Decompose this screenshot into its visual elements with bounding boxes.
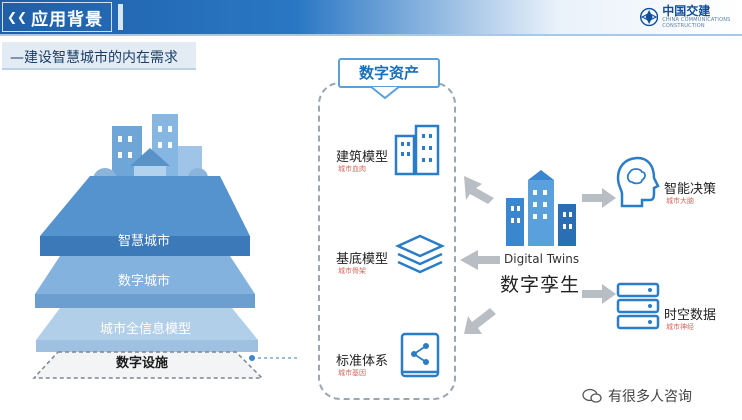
brand-logo: 中国交建 CHINA COMMUNICATIONS CONSTRUCTION [640, 2, 740, 32]
layer-digital-facilities: 数字设施 [116, 356, 169, 371]
asset-building-model-sub: 城市血肉 [338, 165, 366, 173]
output-arrows [582, 188, 616, 304]
wechat-icon [582, 388, 602, 403]
brand-subtitle: CHINA COMMUNICATIONS CONSTRUCTION [662, 17, 731, 29]
output-spatiotemporal-data-label: 时空数据 [664, 308, 717, 323]
layer-city-info-model: 城市全信息模型 [100, 322, 192, 337]
asset-base-model-sub: 城市骨架 [338, 267, 366, 275]
double-chevron-icon: ❮❮ [7, 10, 28, 24]
page-subtitle: —建设智慧城市的内在需求 [2, 42, 196, 70]
twin-arrows [460, 176, 500, 334]
watermark: 有很多人咨询 [582, 386, 692, 406]
building-model-icon [394, 124, 440, 176]
digital-twins-zh-label: 数字孪生 [500, 274, 581, 296]
output-spatiotemporal-data-sub: 城市神经 [666, 323, 694, 331]
asset-standard-system-label: 标准体系 [336, 354, 389, 369]
digital-assets-tag: 数字资产 [338, 58, 440, 88]
tag-connector [370, 86, 400, 100]
header-stripe [118, 4, 123, 30]
layer-digital-city: 数字城市 [118, 274, 171, 289]
digital-twin-city-icon [506, 170, 576, 246]
asset-base-model-label: 基底模型 [336, 252, 389, 267]
database-server-icon [616, 282, 660, 330]
layer-smart-city: 智慧城市 [118, 234, 171, 249]
output-smart-decision-sub: 城市大脑 [666, 197, 694, 205]
section-title: ❮❮ 应用背景 [2, 2, 112, 32]
header-divider [0, 34, 742, 36]
asset-building-model-label: 建筑模型 [336, 150, 389, 165]
watermark-text: 有很多人咨询 [608, 389, 692, 405]
layer-stack-diagram [32, 114, 300, 379]
header-bar [0, 0, 742, 34]
head-brain-icon [616, 156, 660, 208]
output-smart-decision-label: 智能决策 [664, 182, 717, 197]
digital-twins-en-label: Digital Twins [504, 252, 580, 266]
standard-book-icon [400, 332, 440, 378]
layers-stack-icon [394, 234, 446, 274]
section-title-text: 应用背景 [31, 9, 104, 30]
brand-emblem-icon [640, 7, 659, 27]
asset-standard-system-sub: 城市基因 [338, 369, 366, 377]
brand-name: 中国交建 [662, 4, 711, 18]
